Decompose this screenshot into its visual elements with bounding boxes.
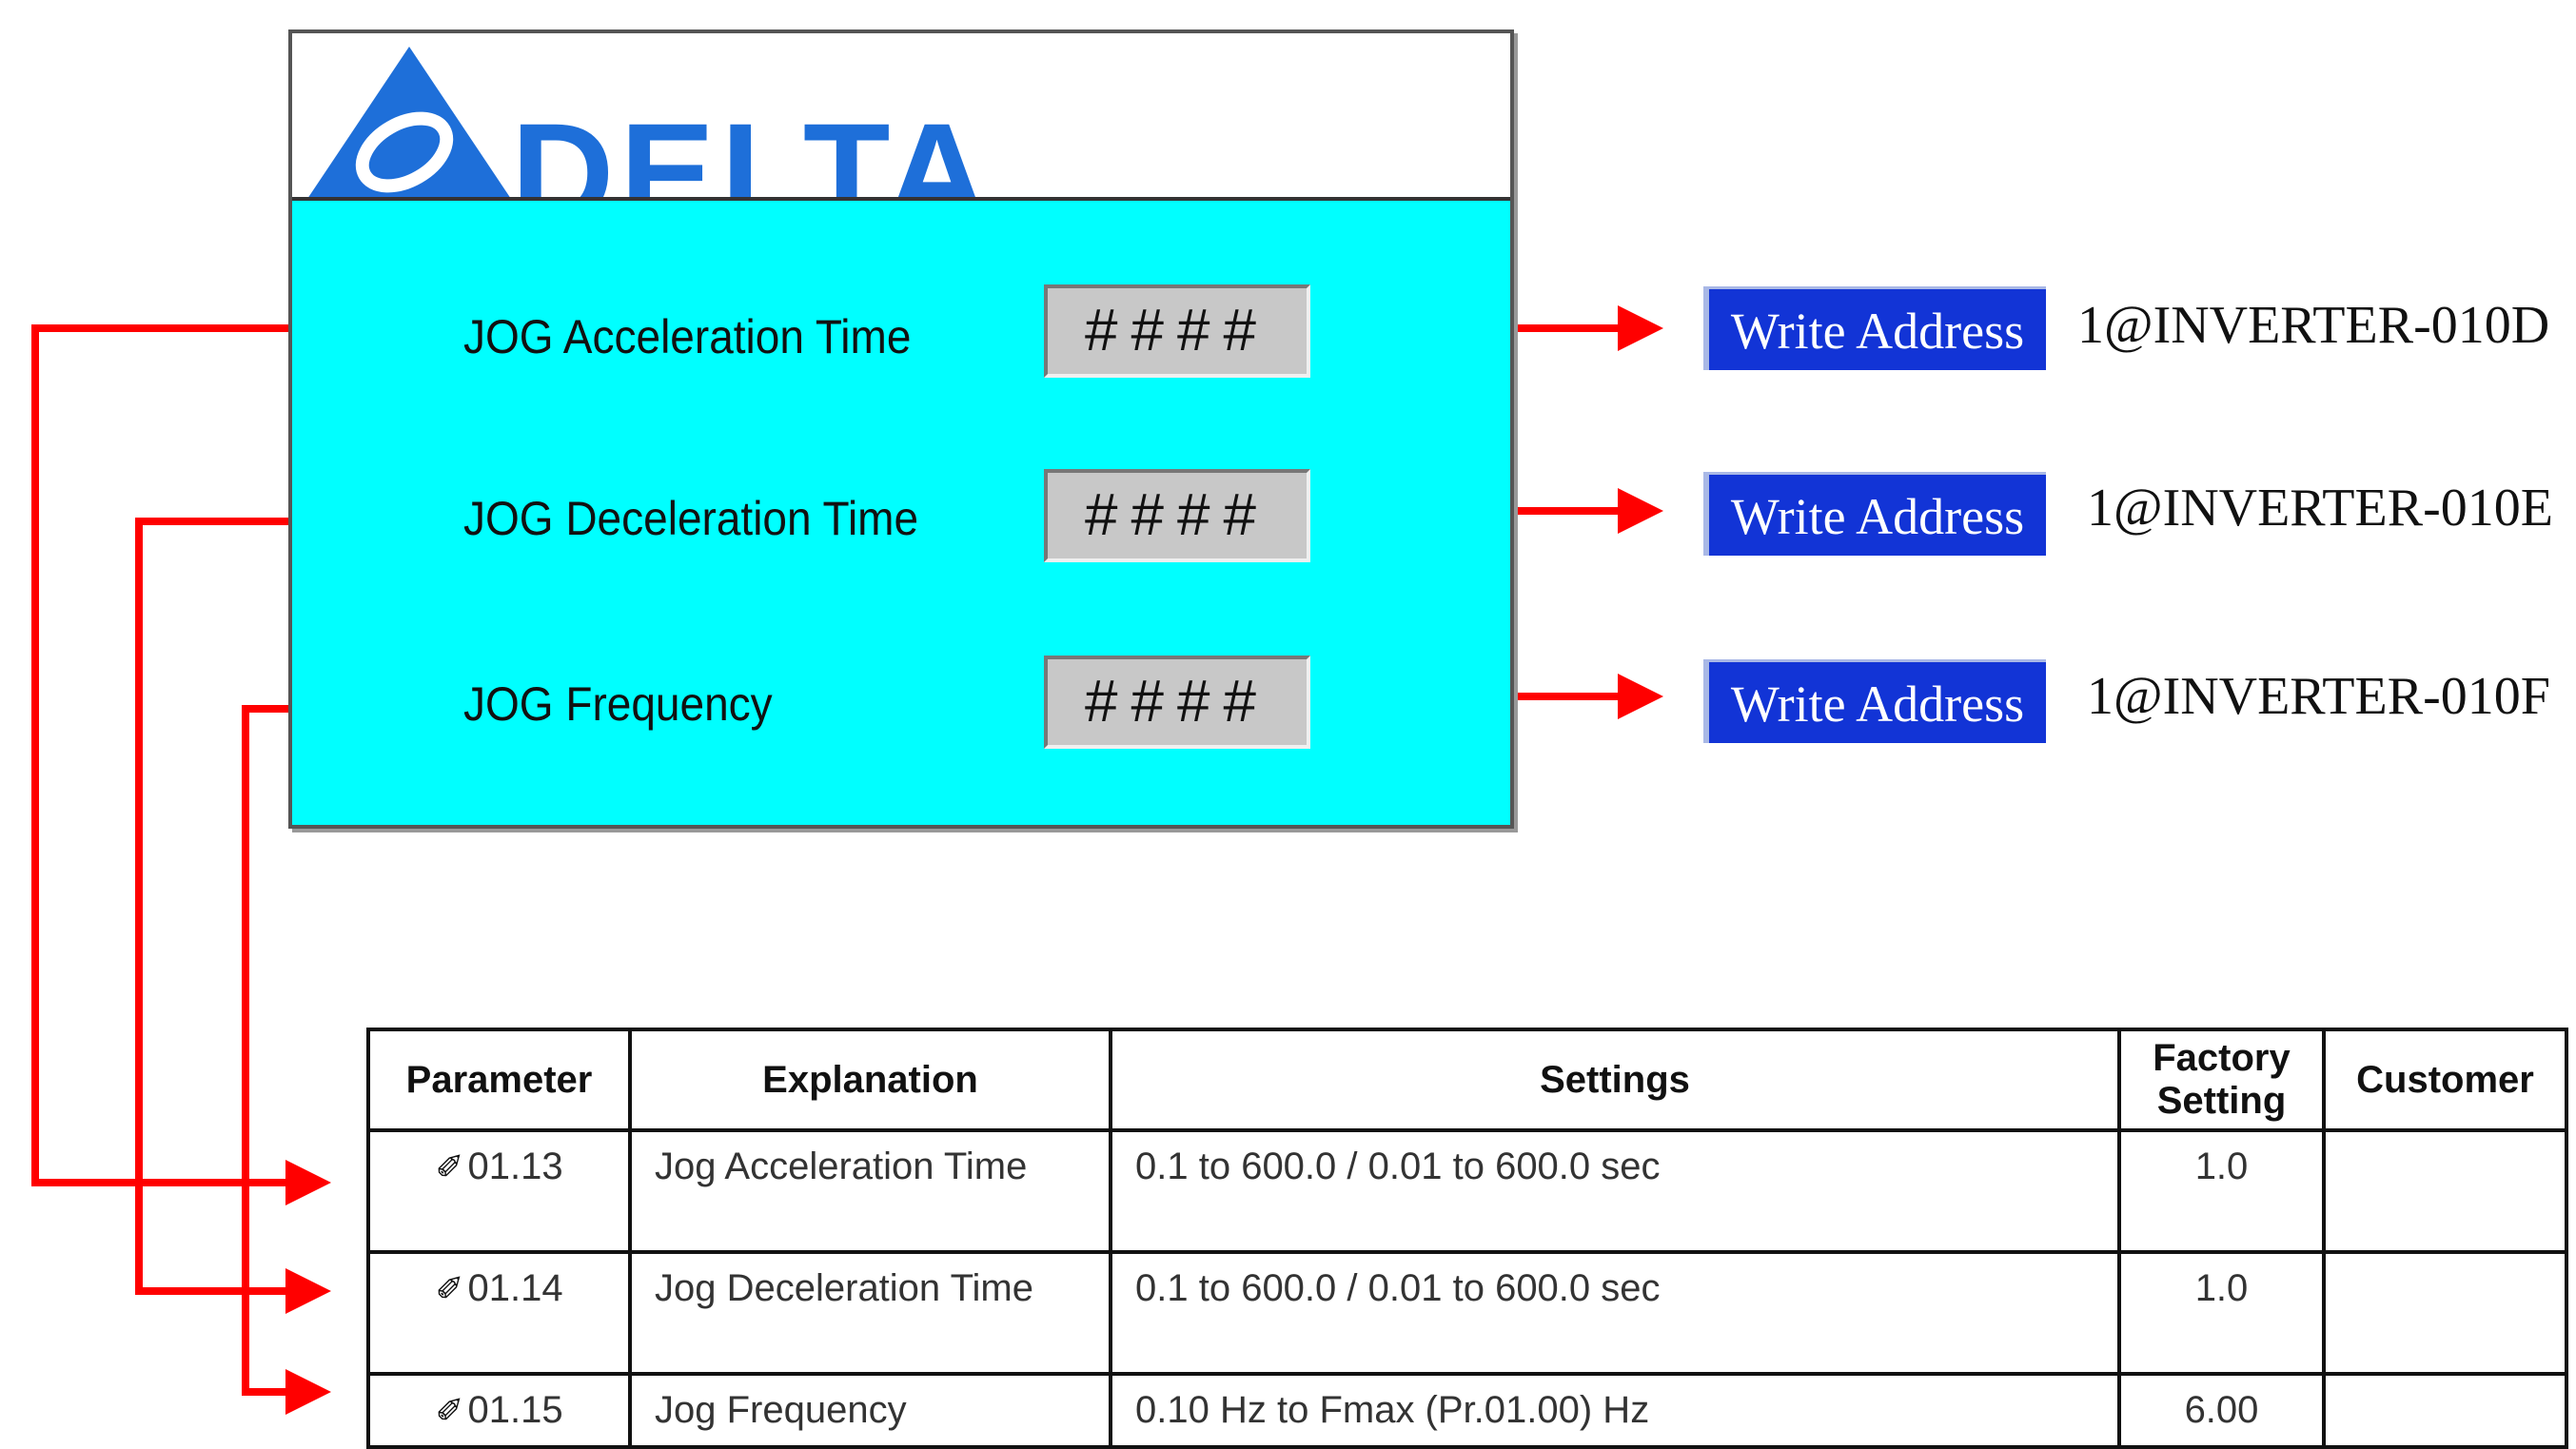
write-address-button-1[interactable]: Write Address	[1703, 286, 2046, 370]
pencil-icon: ✐	[435, 1269, 464, 1308]
table-row: ✐01.15 Jog Frequency 0.10 Hz to Fmax (Pr…	[366, 1372, 2568, 1449]
address-010f: 1@INVERTER-010F	[2087, 667, 2550, 726]
label-jog-deceleration-time: JOG Deceleration Time	[463, 492, 919, 545]
value-field-jog-frequency[interactable]: ####	[1044, 656, 1310, 749]
write-address-button-3[interactable]: Write Address	[1703, 659, 2046, 743]
cell-explanation: Jog Acceleration Time	[628, 1128, 1112, 1254]
address-010d: 1@INVERTER-010D	[2077, 296, 2550, 355]
cell-factory-setting: 6.00	[2117, 1372, 2326, 1449]
cell-explanation: Jog Deceleration Time	[628, 1250, 1112, 1376]
pencil-icon: ✐	[435, 1391, 464, 1430]
logo-wordmark: DELTA	[511, 93, 994, 201]
connector-row-2	[135, 518, 411, 1314]
header-factory-setting: Factory Setting	[2117, 1028, 2326, 1132]
delta-triangle-logo-icon	[308, 47, 510, 197]
parameter-code: 01.15	[467, 1389, 563, 1431]
cell-explanation: Jog Frequency	[628, 1372, 1112, 1449]
cell-parameter: ✐01.15	[366, 1372, 632, 1449]
parameter-code: 01.14	[467, 1267, 563, 1309]
pencil-icon: ✐	[435, 1147, 464, 1186]
label-jog-frequency: JOG Frequency	[463, 677, 773, 731]
cell-settings: 0.10 Hz to Fmax (Pr.01.00) Hz	[1109, 1372, 2121, 1449]
value-field-jog-deceleration-time[interactable]: ####	[1044, 469, 1310, 562]
cell-customer[interactable]	[2322, 1250, 2568, 1376]
parameter-table: Parameter Explanation Settings Factory S…	[366, 1028, 2568, 1449]
delta-logo: DELTA	[292, 33, 1510, 201]
cell-settings: 0.1 to 600.0 / 0.01 to 600.0 sec	[1109, 1128, 2121, 1254]
header-settings: Settings	[1109, 1028, 2121, 1132]
hmi-screen: DELTA JOG Acceleration Time #### JOG Dec…	[288, 29, 1514, 829]
cell-customer[interactable]	[2322, 1372, 2568, 1449]
write-address-button-2[interactable]: Write Address	[1703, 472, 2046, 556]
cell-parameter: ✐01.13	[366, 1128, 632, 1254]
connector-row-1	[31, 324, 411, 1205]
table-row: ✐01.14 Jog Deceleration Time 0.1 to 600.…	[366, 1250, 2568, 1376]
header-customer: Customer	[2322, 1028, 2568, 1132]
header-explanation: Explanation	[628, 1028, 1112, 1132]
label-jog-acceleration-time: JOG Acceleration Time	[463, 310, 912, 363]
parameter-code: 01.13	[467, 1145, 563, 1187]
table-header-row: Parameter Explanation Settings Factory S…	[366, 1028, 2568, 1132]
cell-parameter: ✐01.14	[366, 1250, 632, 1376]
cell-factory-setting: 1.0	[2117, 1128, 2326, 1254]
address-010e: 1@INVERTER-010E	[2087, 479, 2553, 538]
cell-customer[interactable]	[2322, 1128, 2568, 1254]
cell-settings: 0.1 to 600.0 / 0.01 to 600.0 sec	[1109, 1250, 2121, 1376]
value-field-jog-acceleration-time[interactable]: ####	[1044, 284, 1310, 378]
cell-factory-setting: 1.0	[2117, 1250, 2326, 1376]
table-row: ✐01.13 Jog Acceleration Time 0.1 to 600.…	[366, 1128, 2568, 1254]
header-parameter: Parameter	[366, 1028, 632, 1132]
